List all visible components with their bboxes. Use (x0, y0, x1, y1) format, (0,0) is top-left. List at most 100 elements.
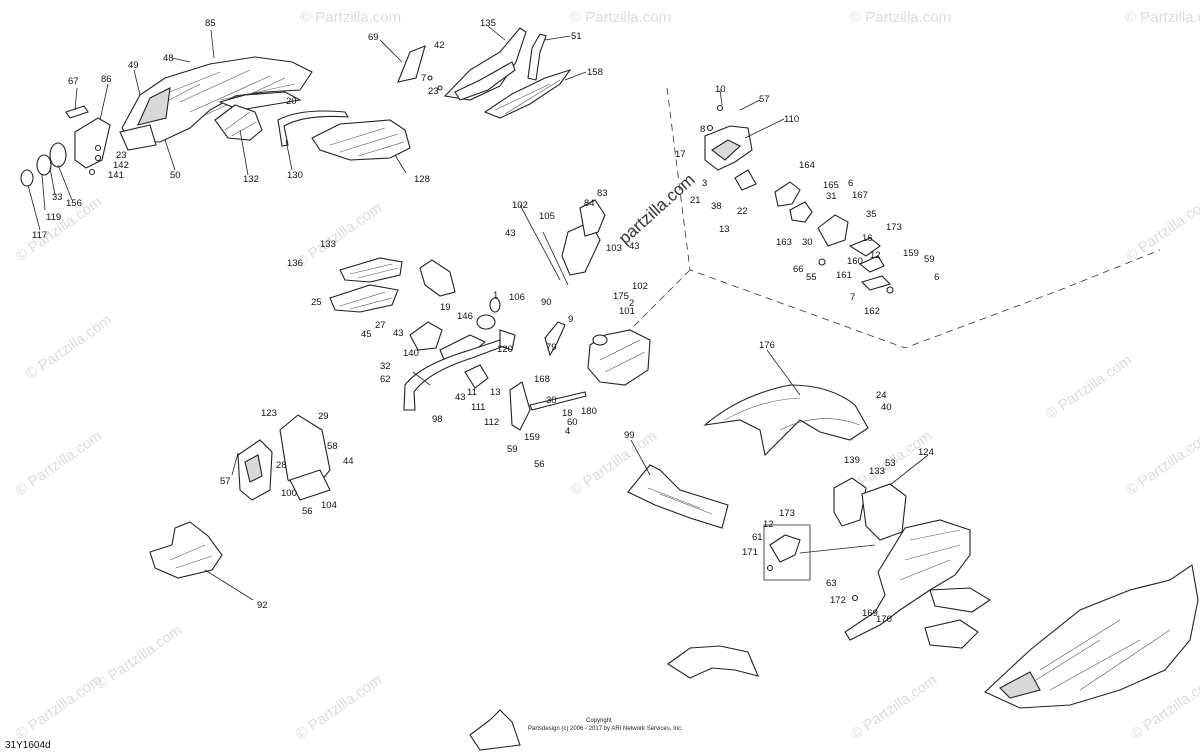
callout-label: 59 (507, 444, 518, 455)
callout-label: 171 (742, 547, 758, 558)
callout-label: 128 (414, 174, 430, 185)
callout-label: 141 (108, 170, 124, 181)
side-bracket-parts (20, 105, 111, 187)
front-panel-assembly (397, 27, 572, 119)
callout-label: 85 (205, 18, 216, 29)
callout-label: 69 (368, 32, 379, 43)
callout-label: 123 (261, 408, 277, 419)
callout-label: 43 (455, 392, 466, 403)
callout-label: 90 (541, 297, 552, 308)
callout-label: 43 (505, 228, 516, 239)
callout-label: 12 (763, 519, 774, 530)
callout-label: 13 (719, 224, 730, 235)
footrest-frame-assembly (763, 477, 1199, 709)
section-separators (619, 87, 1161, 349)
callout-label: 180 (581, 406, 597, 417)
callout-label: 83 (597, 188, 608, 199)
callout-label: 99 (624, 430, 635, 441)
callout-label: 66 (793, 264, 804, 275)
callout-label: 168 (534, 374, 550, 385)
callout-label: 19 (440, 302, 451, 313)
callout-label: 23 (428, 86, 439, 97)
callout-label: 142 (113, 160, 129, 171)
callout-label: 156 (66, 198, 82, 209)
callout-label: 8 (700, 124, 705, 135)
callout-label: 86 (101, 74, 112, 85)
side-panel-left (149, 414, 331, 579)
callout-label: 16 (862, 233, 873, 244)
callout-label: 102 (632, 281, 648, 292)
callout-label: 9 (568, 314, 573, 325)
callout-label: 103 (606, 243, 622, 254)
callout-label: 32 (380, 361, 391, 372)
callout-label: 135 (480, 18, 496, 29)
callout-label: 100 (281, 488, 297, 499)
diagram-reference-code: 31Y1604d (5, 740, 51, 751)
callout-label: 22 (737, 206, 748, 217)
callout-label: 62 (380, 374, 391, 385)
callout-label: 43 (393, 328, 404, 339)
watermark: © Partzilla.com (1123, 427, 1200, 499)
callout-label: 102 (512, 200, 528, 211)
callout-label: 111 (471, 402, 485, 413)
callout-label: 17 (675, 149, 686, 160)
callout-label: 33 (52, 192, 63, 203)
callout-label: 176 (759, 340, 775, 351)
callout-label: 170 (876, 614, 892, 625)
callout-label: 13 (490, 387, 501, 398)
callout-label: 139 (844, 455, 860, 466)
callout-label: 133 (869, 466, 885, 477)
watermark: © Partzilla.com (293, 671, 386, 743)
callout-label: 42 (434, 40, 445, 51)
callout-label: 50 (170, 170, 181, 181)
callout-label: 110 (784, 114, 799, 125)
leader-lines (27, 25, 929, 601)
callout-label: 53 (885, 458, 896, 469)
callout-label: 51 (571, 31, 582, 42)
callout-label: 23 (116, 150, 127, 161)
callout-label: 163 (776, 237, 792, 248)
callout-label: 6 (848, 178, 853, 189)
callout-label: 92 (257, 600, 268, 611)
callout-label: 146 (457, 311, 473, 322)
callout-label: 98 (432, 414, 443, 425)
callout-label: 161 (836, 270, 852, 281)
callout-label: 28 (276, 460, 287, 471)
callout-label: 21 (690, 195, 701, 206)
callout-label: 11 (467, 387, 477, 398)
watermark: © Partzilla.com (300, 9, 401, 26)
watermark: © Partzilla.com (23, 311, 116, 383)
handlebar-control-assembly (704, 104, 894, 294)
callout-label: 104 (321, 500, 337, 511)
lower-brackets (469, 645, 759, 751)
watermark: © Partzilla.com (570, 9, 671, 26)
callout-label: 57 (220, 476, 231, 487)
watermark: © Partzilla.com (1123, 193, 1200, 265)
callout-label: 4 (565, 426, 570, 437)
callout-label: 45 (361, 329, 372, 340)
watermark: © Partzilla.com (1043, 351, 1136, 423)
callout-label: 130 (287, 170, 303, 181)
steering-assembly (329, 199, 651, 431)
callout-label: 49 (128, 60, 139, 71)
callout-label: 172 (830, 595, 846, 606)
callout-label: 173 (779, 508, 795, 519)
callout-label: 173 (886, 222, 902, 233)
callout-label: 101 (619, 306, 635, 317)
callout-label: 106 (509, 292, 525, 303)
watermark: © Partzilla.com (13, 427, 106, 499)
callout-label: 61 (752, 532, 763, 543)
watermark: © Partzilla.com (850, 9, 951, 26)
callout-label: 20 (286, 96, 297, 107)
callout-label: 117 (32, 230, 47, 241)
callout-label: 1 (493, 290, 498, 301)
callout-label: 44 (343, 456, 354, 467)
callout-label: 159 (903, 248, 919, 259)
callout-label: 38 (711, 201, 722, 212)
callout-label: 160 (847, 256, 863, 267)
callout-label: 40 (881, 402, 892, 413)
callout-label: 162 (864, 306, 880, 317)
callout-label: 159 (524, 432, 540, 443)
callout-label: 24 (876, 390, 887, 401)
